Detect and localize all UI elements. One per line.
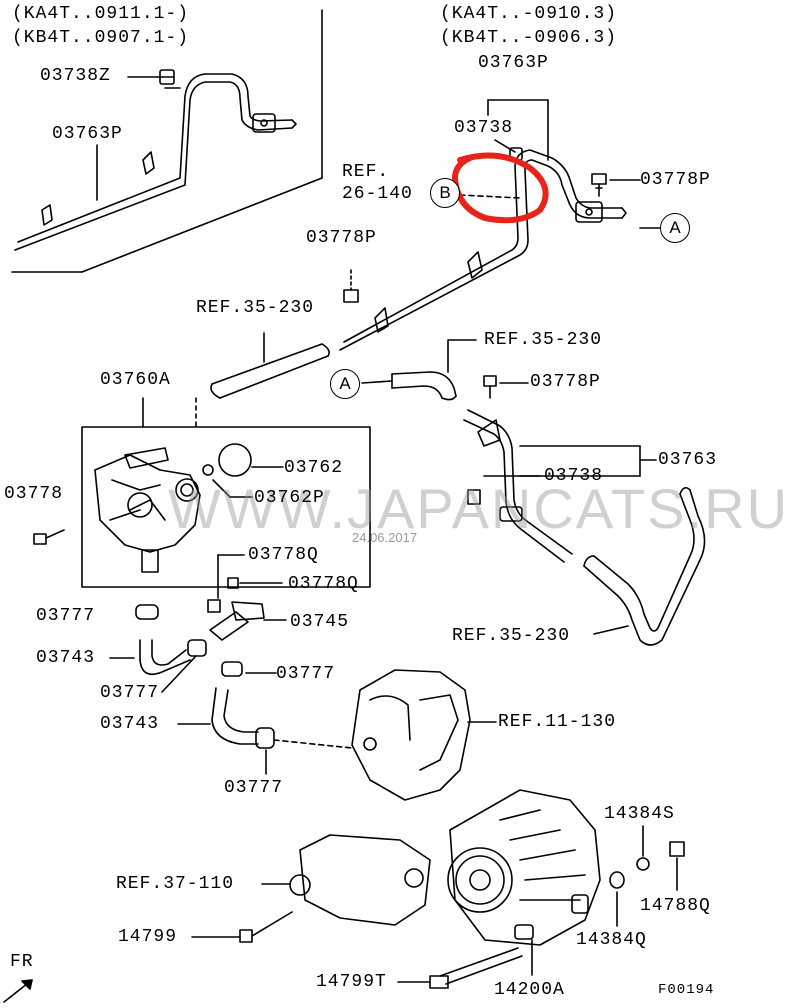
water-pump-03760A <box>94 447 201 573</box>
hose-ref-35-230-upper <box>210 332 330 399</box>
label-03743-b: 03743 <box>100 714 160 734</box>
bolt-14799 <box>239 911 293 943</box>
label-14788Q: 14788Q <box>640 896 711 916</box>
label-fr: FR <box>10 952 34 972</box>
variant-right-1: (KA4T..-0910.3) <box>440 4 618 24</box>
bolt-03778Q-b <box>227 577 239 589</box>
label-03777-c: 03777 <box>100 683 160 703</box>
bolt-03778Q-a <box>207 599 221 613</box>
label-03778P-mid: 03778P <box>306 228 377 248</box>
figure-code: F00194 <box>658 982 715 998</box>
label-03777-d: 03777 <box>224 778 284 798</box>
label-ref-37-110: REF.37-110 <box>116 874 235 894</box>
label-03777-b: 03777 <box>276 664 336 684</box>
bolt-03778P-top <box>591 173 607 197</box>
pipe-03763P-left <box>14 73 297 251</box>
label-03778Q-b: 03778Q <box>288 574 359 594</box>
label-ref-35-230-c: REF.35-230 <box>452 626 571 646</box>
thermostat-housing-ref-11-130 <box>351 669 471 801</box>
pipe-03763-mid <box>463 409 573 563</box>
bolt-03778P-mid <box>343 269 359 303</box>
o-ring-03762P <box>202 464 214 476</box>
label-ref-11-130: REF.11-130 <box>498 712 617 732</box>
alternator-14200A <box>447 789 601 946</box>
label-03777-a: 03777 <box>36 606 96 626</box>
label-14799: 14799 <box>118 927 178 947</box>
bolt-03778P-lower <box>483 375 497 399</box>
label-ref-26-140-b: 26-140 <box>342 184 413 204</box>
front-arrow-icon <box>3 979 33 1003</box>
label-03763: 03763 <box>658 450 718 470</box>
watermark-date: 24.06.2017 <box>352 530 418 545</box>
label-03738Z: 03738Z <box>40 66 111 86</box>
label-03760A: 03760A <box>100 370 171 390</box>
label-14384S: 14384S <box>604 804 675 824</box>
leader-ref-35-230-c <box>593 625 629 635</box>
clamp-03777-c <box>221 661 243 677</box>
label-03738-mid: 03738 <box>544 466 604 486</box>
o-ring-03762 <box>218 443 252 477</box>
nut-03738Z <box>159 69 175 85</box>
label-ref-35-230-a: REF.35-230 <box>196 298 315 318</box>
label-03778: 03778 <box>4 484 64 504</box>
washer-14384Q <box>609 871 625 889</box>
label-03745: 03745 <box>290 612 350 632</box>
label-03778P-right: 03778P <box>640 170 711 190</box>
label-03778P-lower: 03778P <box>530 372 601 392</box>
label-14799T: 14799T <box>316 972 387 992</box>
ref-marker-a-top: A <box>660 213 690 243</box>
nut-14384S <box>636 857 650 871</box>
variant-right-2: (KB4T..-0906.3) <box>440 28 618 48</box>
label-03763P-left: 03763P <box>52 124 123 144</box>
label-03762: 03762 <box>284 458 344 478</box>
ref-marker-a-mid: A <box>330 369 360 399</box>
variant-left-1: (KA4T..0911.1-) <box>12 4 190 24</box>
red-annotation-circle <box>451 152 549 224</box>
label-ref-26-140-a: REF. <box>342 162 390 182</box>
bolt-14799T <box>429 947 523 989</box>
bracket-ref-37-110 <box>289 834 431 926</box>
bolt-03778 <box>33 529 65 545</box>
label-ref-35-230-b: REF.35-230 <box>484 330 603 350</box>
label-03738-top: 03738 <box>454 118 514 138</box>
variant-left-2: (KB4T..0907.1-) <box>12 28 190 48</box>
clamp-03777-d <box>255 727 275 749</box>
hose-ref-35-230-lower <box>583 486 706 646</box>
hose-a-small <box>361 339 477 401</box>
fitting-03745 <box>209 601 265 641</box>
label-03762P: 03762P <box>254 488 325 508</box>
label-14384Q: 14384Q <box>576 930 647 950</box>
clamp-03777-b <box>187 639 207 657</box>
ref-marker-b: B <box>430 178 460 208</box>
nut-14788Q <box>669 841 685 857</box>
label-03743-a: 03743 <box>36 648 96 668</box>
water-pump-box <box>81 426 371 588</box>
label-14200A: 14200A <box>494 980 565 1000</box>
label-03763P-top: 03763P <box>478 53 549 73</box>
hose-03743-b <box>211 687 259 745</box>
clamp-03777-a <box>135 604 159 620</box>
hose-03743-a <box>139 639 191 676</box>
label-03778Q-a: 03778Q <box>248 545 319 565</box>
watermark: WWW.JAPANCATS.RU <box>168 477 790 540</box>
inset-frame-bottom <box>81 177 323 273</box>
